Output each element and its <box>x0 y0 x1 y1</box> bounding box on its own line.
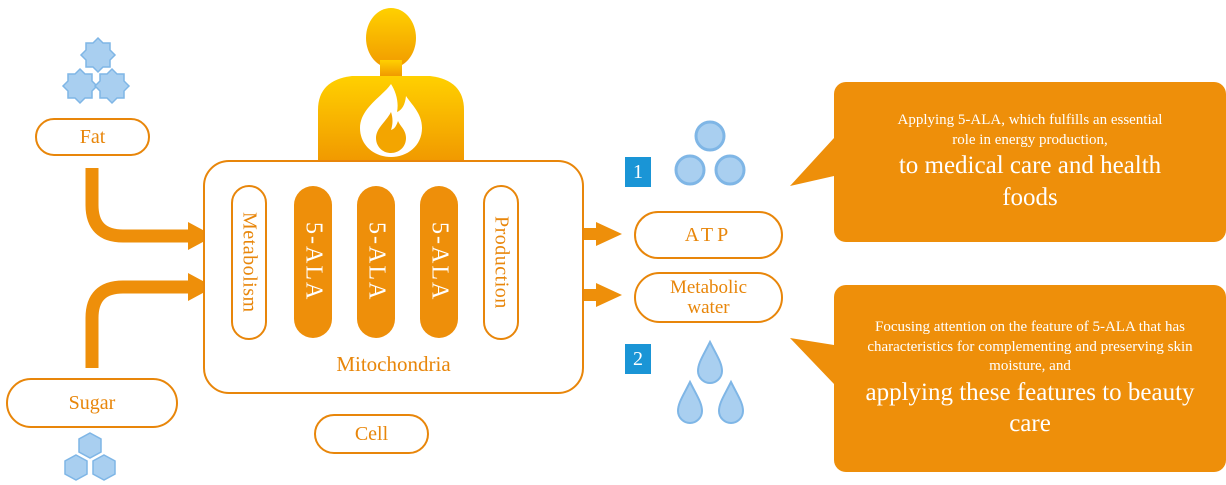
fat-arrowhead <box>188 222 214 250</box>
fat-arrow <box>85 168 190 243</box>
fat-molecule-icon <box>61 36 131 105</box>
input-arrows <box>85 168 190 368</box>
water-arrow <box>545 283 622 307</box>
sugar-molecule-icon <box>64 432 116 481</box>
water-drop-icon <box>676 339 745 425</box>
atp-arrow <box>545 222 622 246</box>
flame-icon <box>360 84 422 157</box>
beauty-callout-tail <box>790 338 834 384</box>
sugar-arrow <box>85 280 190 368</box>
sugar-arrowhead <box>188 273 214 301</box>
atp-molecule-icon <box>674 120 746 186</box>
medical-callout-tail <box>790 138 834 186</box>
